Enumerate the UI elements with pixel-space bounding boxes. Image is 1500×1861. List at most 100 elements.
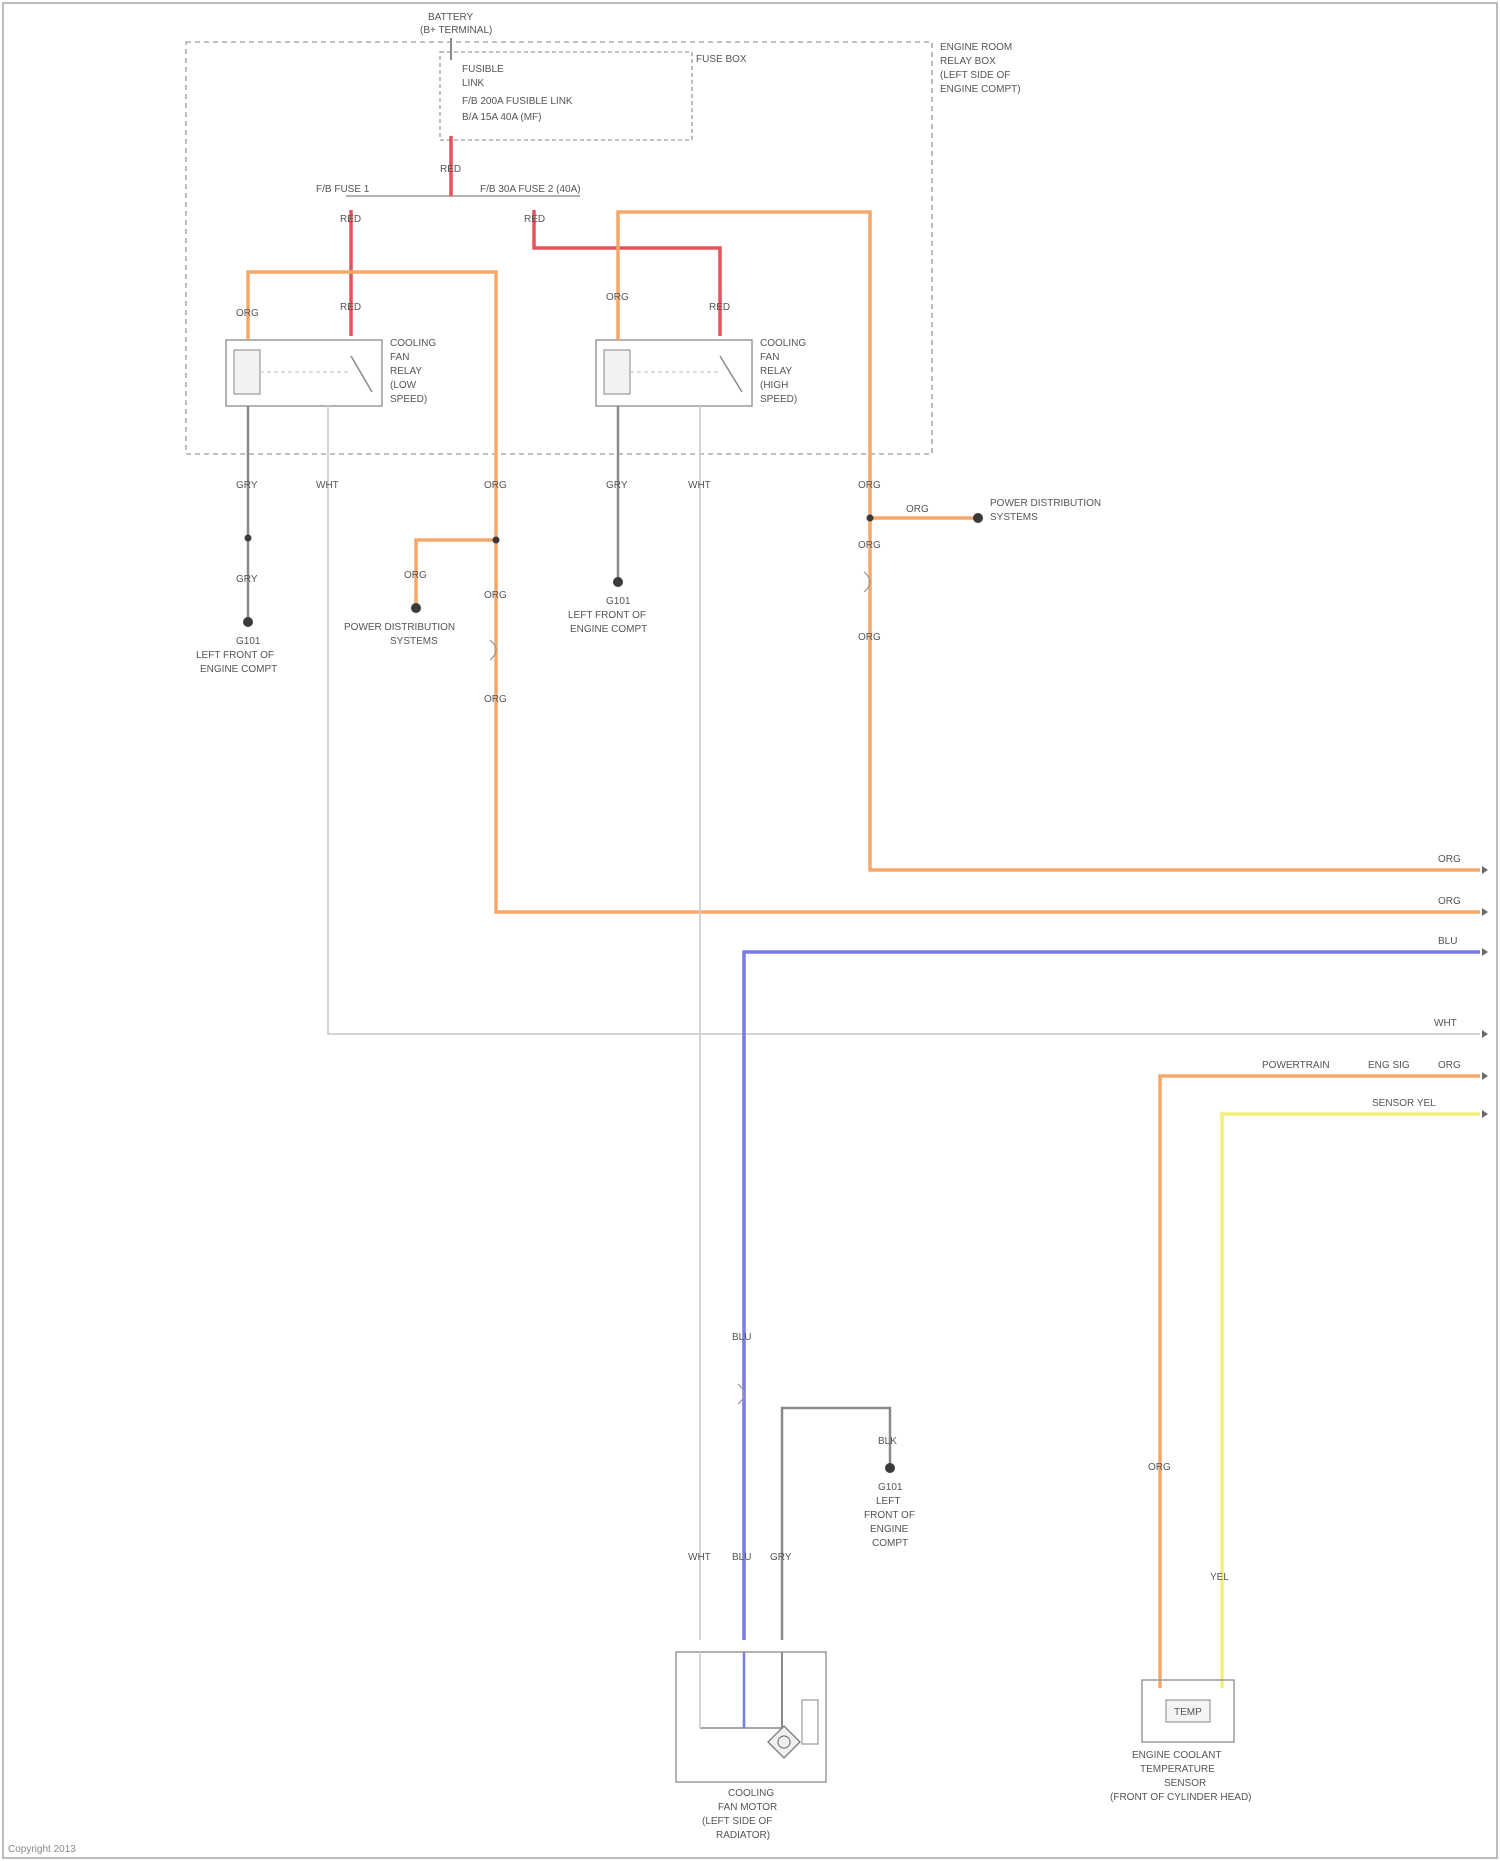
sensor-label-1: ENGINE COOLANT: [1132, 1750, 1221, 1761]
relay-2-label-1: COOLING: [760, 338, 806, 349]
fan-motor-body: [676, 1652, 826, 1782]
fan-motor-label-4: RADIATOR): [716, 1830, 770, 1841]
relay-2-label-5: SPEED): [760, 394, 797, 405]
harness-label-5b: ENG SIG: [1368, 1060, 1410, 1071]
splice-ground-1: [245, 535, 252, 542]
ground-3-line-1: G101: [878, 1482, 903, 1493]
yellow-wire: [1222, 1114, 1480, 1688]
wire-label-org-8: ORG: [906, 504, 929, 515]
power-source: BATTERY (B+ TERMINAL) FUSE BOX FUSIBLE L…: [420, 12, 747, 140]
relay-low-speed: COOLING FAN RELAY (LOW SPEED): [226, 338, 436, 406]
relay-box-title-1: ENGINE ROOM: [940, 42, 1012, 53]
relay-2-coil: [604, 350, 630, 394]
wire-label-red-3: RED: [524, 214, 545, 225]
ground-g101-left: G101 LEFT FRONT OF ENGINE COMPT: [196, 636, 277, 675]
fan-motor-label-2: FAN MOTOR: [718, 1802, 777, 1813]
orange-wire-sensor: [1160, 1076, 1480, 1688]
exit-arrow-1: [1482, 866, 1488, 874]
pdc-terminal-right: [973, 513, 983, 523]
harness-exits: ORG ORG BLU WHT POWERTRAIN ENG SIG ORG S…: [1262, 854, 1488, 1118]
fuse-spec-1: F/B 200A FUSIBLE LINK: [462, 96, 573, 107]
sensor-label-4: (FRONT OF CYLINDER HEAD): [1110, 1792, 1252, 1803]
wire-label-gry-4: GRY: [770, 1552, 792, 1563]
fusible-link-line-1: FUSIBLE: [462, 64, 504, 75]
ground-2-line-3: ENGINE COMPT: [570, 624, 647, 635]
relay-2-label-4: (HIGH: [760, 380, 788, 391]
wire-label-gry-3: GRY: [606, 480, 628, 491]
orange-wire-relay2-loop: [618, 212, 1480, 870]
wire-label-org-4: ORG: [404, 570, 427, 581]
harness-label-5c: ORG: [1438, 1060, 1461, 1071]
relay-box-title-3: (LEFT SIDE OF: [940, 70, 1010, 81]
wire-label-gry-1: GRY: [236, 480, 258, 491]
harness-label-2: ORG: [1438, 896, 1461, 907]
pdc-left-line-1: POWER DISTRIBUTION: [344, 622, 455, 633]
inline-connectors: [490, 572, 870, 1404]
relay-2-switch: [720, 356, 742, 392]
wire-label-org-6: ORG: [484, 694, 507, 705]
wire-label-org-11: ORG: [1148, 1462, 1171, 1473]
red-wires: [351, 136, 720, 336]
pdc-terminal-left: [411, 603, 421, 613]
relay-2-label-3: RELAY: [760, 366, 792, 377]
wire-label-blu-1: BLU: [732, 1332, 751, 1343]
ground-3-line-3: FRONT OF: [864, 1510, 915, 1521]
wire-label-red-1: RED: [440, 164, 461, 175]
bus-right-label: F/B 30A FUSE 2 (40A): [480, 184, 581, 195]
battery-sublabel: (B+ TERMINAL): [420, 25, 492, 36]
pdc-left: POWER DISTRIBUTION SYSTEMS: [344, 622, 455, 647]
ground-3-line-2: LEFT: [876, 1496, 900, 1507]
wire-label-org-3: ORG: [484, 480, 507, 491]
relay-2-label-2: FAN: [760, 352, 779, 363]
relay-1-label-3: RELAY: [390, 366, 422, 377]
ground-1-line-2: LEFT FRONT OF: [196, 650, 274, 661]
fan-motor-label-3: (LEFT SIDE OF: [702, 1816, 772, 1827]
wire-label-blu-2: BLU: [732, 1552, 751, 1563]
wire-labels: ORG ORG GRY GRY WHT ORG ORG ORG ORG GRY …: [236, 292, 1229, 1583]
white-wire-relay1: [328, 406, 1480, 1034]
ground-3-line-4: ENGINE: [870, 1524, 909, 1535]
fuse-spec-2: B/A 15A 40A (MF): [462, 112, 541, 123]
wire-label-org-5: ORG: [484, 590, 507, 601]
ground-2-line-2: LEFT FRONT OF: [568, 610, 646, 621]
harness-label-6: SENSOR YEL: [1372, 1098, 1436, 1109]
harness-label-1: ORG: [1438, 854, 1461, 865]
harness-label-5a: POWERTRAIN: [1262, 1060, 1330, 1071]
coolant-temp-sensor: TEMP ENGINE COOLANT TEMPERATURE SENSOR (…: [1110, 1680, 1252, 1803]
exit-arrow-2: [1482, 908, 1488, 916]
relay-1-label-4: (LOW: [390, 380, 417, 391]
wire-label-yel-1: YEL: [1210, 1572, 1229, 1583]
exit-arrow-5: [1482, 1072, 1488, 1080]
wire-label-org-1: ORG: [236, 308, 259, 319]
relay-1-coil: [234, 350, 260, 394]
pdc-right-line-2: SYSTEMS: [990, 512, 1038, 523]
relay-high-speed: COOLING FAN RELAY (HIGH SPEED): [596, 338, 806, 406]
ground-g101-middle: G101 LEFT FRONT OF ENGINE COMPT: [568, 596, 647, 635]
harness-label-3: BLU: [1438, 936, 1457, 947]
splice-pdc-right: [867, 515, 874, 522]
splice-pdc-left: [493, 537, 500, 544]
wire-label-wht-1: WHT: [316, 480, 339, 491]
wire-label-blk-1: BLK: [878, 1436, 897, 1447]
exit-arrow-4: [1482, 1030, 1488, 1038]
exit-arrow-6: [1482, 1110, 1488, 1118]
relay-box-title: ENGINE ROOM RELAY BOX (LEFT SIDE OF ENGI…: [940, 42, 1021, 95]
sensor-label-3: SENSOR: [1164, 1778, 1206, 1789]
pdc-left-line-2: SYSTEMS: [390, 636, 438, 647]
relay-1-label-1: COOLING: [390, 338, 436, 349]
ground-1-line-1: G101: [236, 636, 261, 647]
relay-1-label-2: FAN: [390, 352, 409, 363]
ground-terminal-3: [885, 1463, 895, 1473]
red-wire-relay2: [534, 210, 720, 336]
wire-label-org-2: ORG: [606, 292, 629, 303]
battery-label: BATTERY: [428, 12, 474, 23]
cooling-fan-motor: COOLING FAN MOTOR (LEFT SIDE OF RADIATOR…: [676, 1652, 826, 1841]
bus-left-label: F/B FUSE 1: [316, 184, 370, 195]
wire-label-wht-3: WHT: [688, 1552, 711, 1563]
copyright-footer: Copyright 2013: [8, 1844, 76, 1855]
sensor-label-2: TEMPERATURE: [1140, 1764, 1215, 1775]
wire-label-org-7: ORG: [858, 480, 881, 491]
relay-box-title-2: RELAY BOX: [940, 56, 996, 67]
ground-terminal-2: [613, 577, 623, 587]
